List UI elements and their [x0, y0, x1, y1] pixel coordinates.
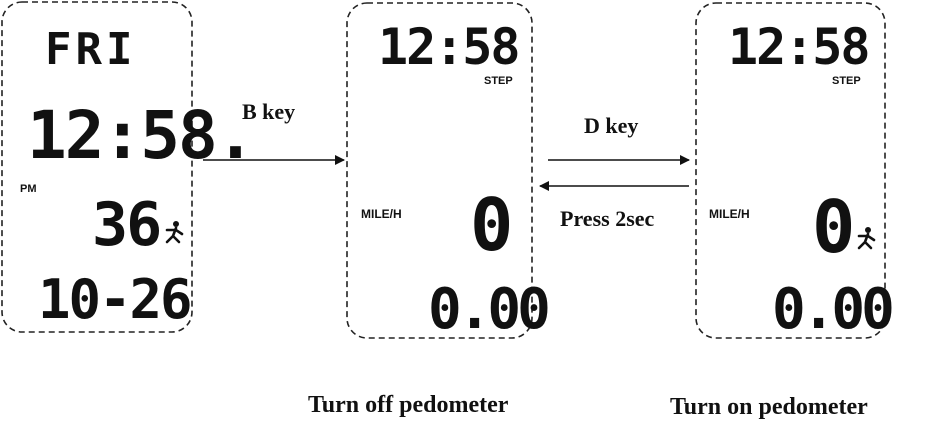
pedometer-off-distance: 0.00: [428, 277, 548, 342]
pedometer-on-speed-label: MILE/H: [709, 207, 750, 221]
pedometer-on-speed: 0: [812, 185, 855, 269]
pedometer-off-speed-label: MILE/H: [361, 207, 402, 221]
pedometer-on-distance: 0.00: [772, 277, 892, 342]
pedometer-off-speed: 0: [470, 183, 513, 267]
time-display: 12:58.: [27, 97, 253, 174]
b-key-transition: B key: [203, 99, 345, 165]
runner-icon: [165, 221, 184, 244]
pedometer-on-screen-frame: [695, 2, 886, 339]
pedometer-off-step-label: STEP: [484, 75, 513, 87]
b-key-label: B key: [242, 99, 295, 124]
pm-indicator: PM: [20, 183, 37, 195]
pedometer-on-screen: 12:58 STEP MILE/H 0 0.00: [695, 2, 896, 342]
turn-on-caption: Turn on pedometer: [670, 394, 868, 420]
pedometer-off-time: 12:58: [378, 18, 519, 76]
date-display: 10-26: [38, 268, 191, 331]
pedometer-on-time: 12:58: [728, 18, 869, 76]
turn-off-caption: Turn off pedometer: [308, 392, 509, 418]
step-count: 36: [92, 190, 160, 260]
d-key-transition: D key: [548, 113, 690, 165]
pedometer-off-screen: 12:58 STEP MILE/H 0 0.00: [346, 2, 552, 342]
pedometer-off-screen-frame: [346, 2, 533, 339]
time-mode-screen-frame: [1, 1, 193, 333]
d-key-label: D key: [584, 113, 638, 138]
runner-icon: [857, 227, 876, 250]
pedometer-on-step-label: STEP: [832, 75, 861, 87]
time-mode-screen: FRI 12:58. PM 36 10-26: [1, 1, 255, 333]
day-of-week: FRI: [45, 24, 136, 75]
press-2sec-transition: Press 2sec: [539, 181, 689, 231]
press-2sec-label: Press 2sec: [560, 206, 655, 231]
